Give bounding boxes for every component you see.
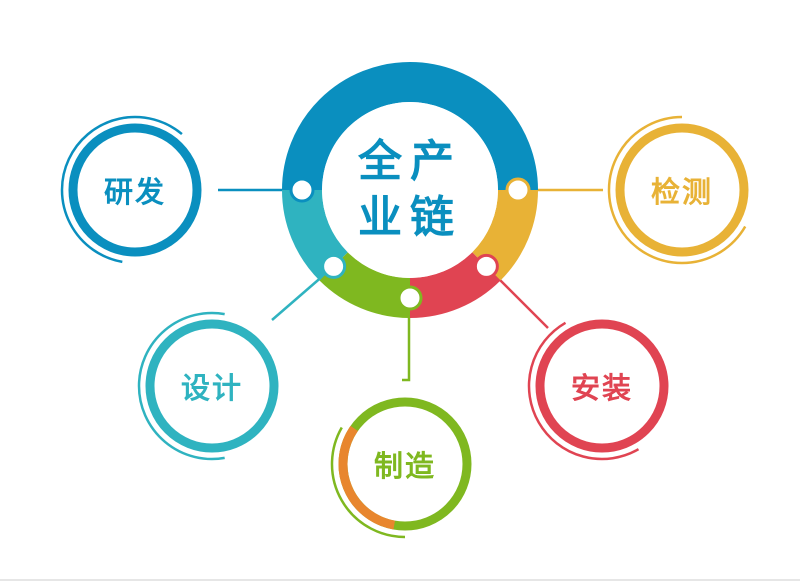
center-title: 全产 业链 bbox=[358, 134, 462, 246]
ring-dot-manufacture bbox=[397, 285, 423, 311]
node-label-design: 设计 bbox=[180, 371, 244, 405]
node-outer-arc-design bbox=[137, 311, 225, 461]
node-label-install: 安装 bbox=[570, 371, 634, 405]
node-ring-research bbox=[68, 123, 202, 257]
ring-dot-design bbox=[321, 253, 347, 279]
center-title-line1: 全产 bbox=[358, 136, 462, 187]
node-outer-arc-manufacture bbox=[330, 426, 406, 539]
node-label-inspect: 检测 bbox=[650, 175, 714, 209]
ring-dot-install bbox=[473, 253, 499, 279]
ring-segment-research bbox=[282, 62, 538, 191]
center-title-line2: 业链 bbox=[358, 192, 462, 243]
node-ring-install bbox=[535, 319, 669, 453]
node-ring-design bbox=[145, 319, 279, 453]
node-outer-arc-inspect bbox=[607, 115, 747, 265]
node-accent-arc-manufacture bbox=[338, 425, 396, 530]
node-outer-arc-research bbox=[60, 115, 183, 264]
node-label-research: 研发 bbox=[103, 175, 167, 209]
bottom-divider bbox=[0, 579, 800, 581]
node-outer-arc-install bbox=[527, 321, 640, 461]
ring-dot-inspect bbox=[505, 177, 531, 203]
node-label-manufacture: 制造 bbox=[373, 449, 437, 483]
node-ring-inspect bbox=[615, 123, 749, 257]
ring-dot-research bbox=[289, 177, 315, 203]
connector-manufacture bbox=[402, 298, 411, 382]
ring-center bbox=[322, 102, 498, 278]
